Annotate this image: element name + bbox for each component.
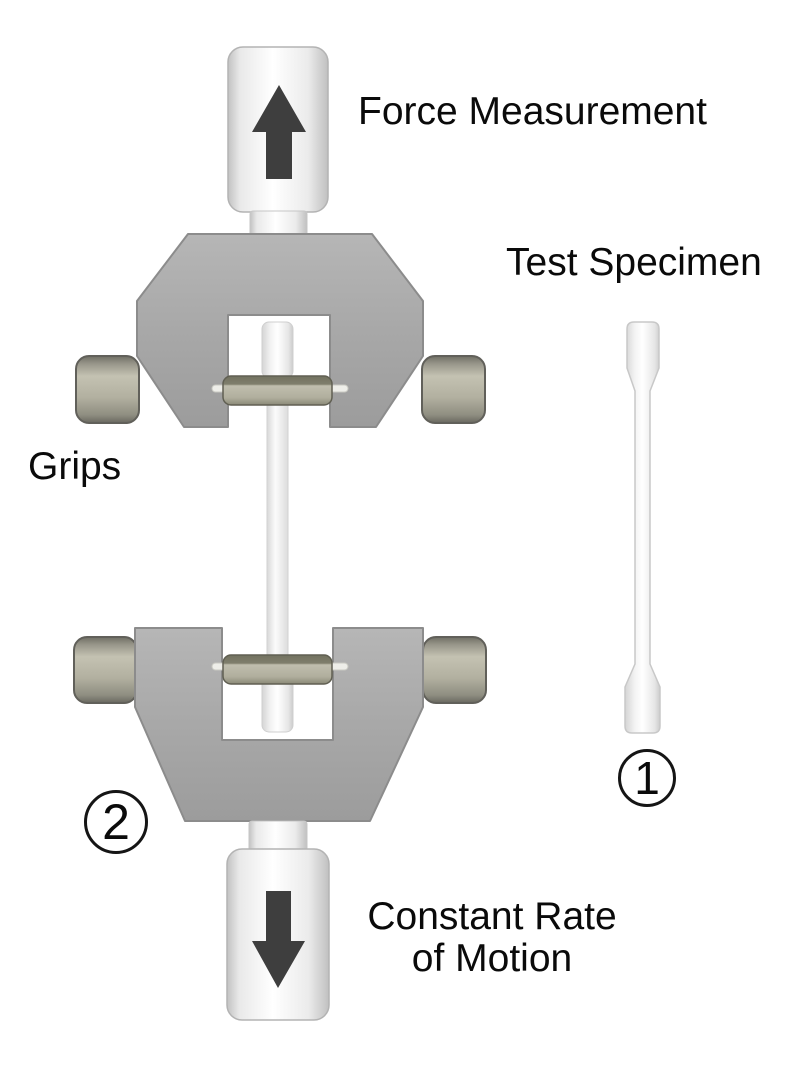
constant-rate-line2: of Motion: [411, 937, 573, 981]
specimen-gauge-rod: [266, 397, 289, 665]
lower-clamp-disc: [222, 654, 333, 685]
force-measurement-label: Force Measurement: [358, 90, 707, 133]
callout-1-badge: 1: [618, 749, 676, 807]
upper-grip-knob-left: [75, 355, 140, 424]
test-specimen-label: Test Specimen: [506, 241, 762, 284]
lower-grip-knob-left: [73, 636, 138, 704]
upper-grip-knob-right: [421, 355, 486, 424]
lower-coupling: [248, 820, 308, 852]
up-arrow-icon: [252, 85, 306, 179]
upper-grip-body: [136, 233, 424, 428]
callout-1-number: 1: [634, 752, 660, 804]
test-specimen-shape: [624, 321, 661, 734]
grips-label: Grips: [28, 445, 122, 488]
callout-2-badge: 2: [84, 790, 148, 854]
lower-grip-knob-right: [422, 636, 487, 704]
lower-grip-body: [134, 627, 424, 822]
specimen-upper-end: [261, 321, 294, 379]
upper-clamp-disc: [222, 375, 333, 406]
callout-2-number: 2: [102, 794, 130, 850]
constant-rate-line1: Constant Rate: [367, 895, 617, 938]
down-arrow-icon: [252, 891, 305, 988]
constant-rate-label: Constant Rate of Motion: [347, 895, 637, 981]
